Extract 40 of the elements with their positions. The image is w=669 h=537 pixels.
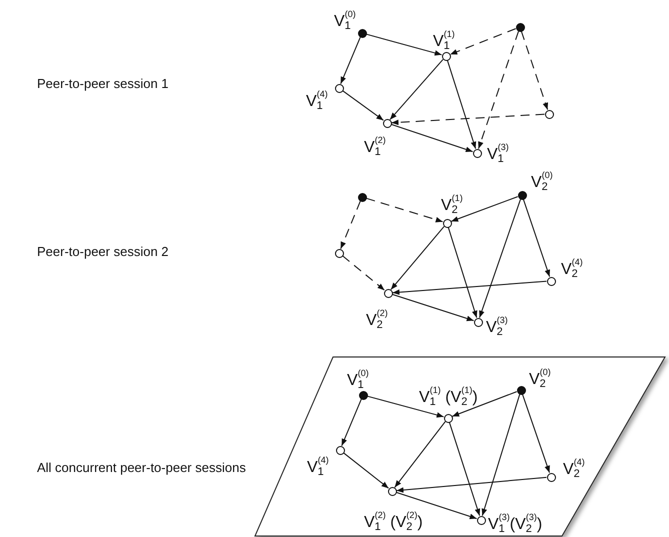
arrow (450, 196, 518, 222)
arrow (450, 28, 516, 55)
arrow (446, 60, 476, 150)
arrow (366, 396, 444, 418)
arrow (343, 452, 389, 489)
arrow (366, 198, 444, 222)
arrow (342, 90, 384, 121)
arrow (390, 226, 445, 290)
arrow (391, 114, 545, 126)
filled-vertex (516, 22, 524, 32)
arrow (396, 492, 478, 520)
arrow (392, 280, 547, 295)
arrow (390, 124, 474, 152)
caption-text: Peer-to-peer session 1 (37, 75, 170, 93)
arrow (452, 391, 518, 417)
arrow (396, 476, 547, 493)
caption-text: All concurrent peer-to-peer sessions (37, 459, 247, 477)
arrow (482, 394, 520, 516)
arrow (520, 30, 548, 110)
arrow (366, 34, 442, 56)
arrow (522, 198, 550, 278)
arrow (448, 422, 480, 516)
arrow (340, 200, 361, 250)
arrow (340, 36, 361, 84)
arrow (478, 30, 519, 150)
filled-vertex (358, 192, 366, 202)
vertex-label: V$_{1}$$^{(3)}$(V$_{2}$$^{(3)}$) (488, 511, 542, 537)
arrow (342, 255, 385, 291)
vertex-label: V$_{1}$$^{(2)}$ (V$_{2}$$^{(2)}$) (364, 509, 423, 535)
arrow (390, 58, 444, 120)
arrow (522, 394, 550, 474)
arrow (479, 198, 521, 318)
vertex-label: V$_{1}$$^{(1)}$ (V$_{2}$$^{(1)}$) (419, 384, 478, 410)
arrow (341, 398, 362, 446)
caption-text: Peer-to-peer session 2 (37, 243, 170, 261)
arrow (448, 226, 478, 318)
arrow (392, 294, 474, 322)
vertex (334, 248, 344, 258)
vertex (544, 110, 554, 118)
arrow (394, 421, 446, 488)
